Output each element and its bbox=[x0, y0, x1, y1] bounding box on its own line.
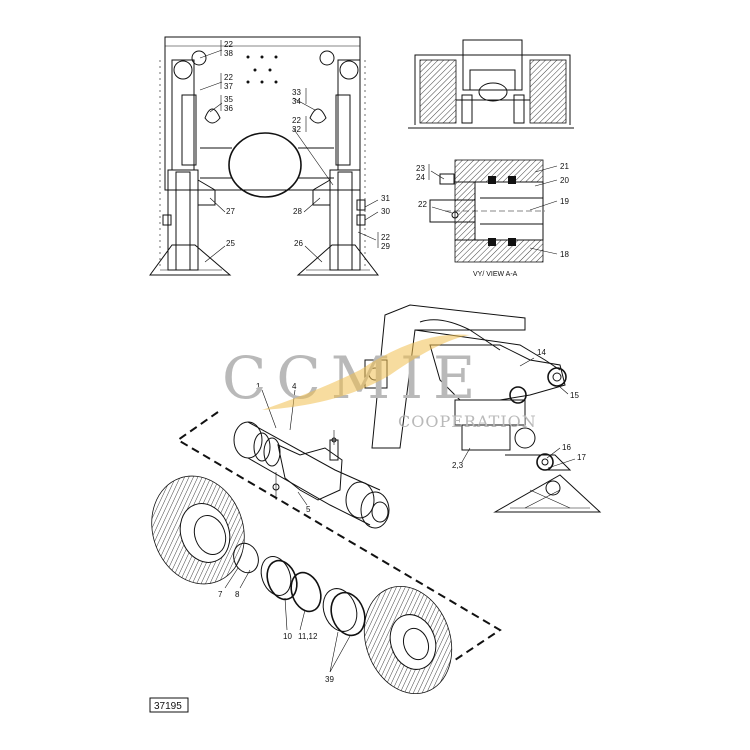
callout-23: 23 bbox=[416, 164, 425, 173]
callout-38: 38 bbox=[224, 49, 233, 58]
callout-22: 22 bbox=[224, 73, 233, 82]
callout-28: 28 bbox=[293, 207, 302, 216]
callout-14: 14 bbox=[537, 348, 546, 357]
callout-25: 25 bbox=[226, 239, 235, 248]
section-view-a-a: 23 24 21 20 22 19 18 VY/ VIEW A-A bbox=[416, 159, 569, 278]
callout-16: 16 bbox=[562, 443, 571, 452]
front-view-axle-mount: 22 38 22 37 35 36 33 34 22 32 27 28 31 3… bbox=[149, 36, 390, 276]
callout-32: 32 bbox=[292, 125, 301, 134]
callout-34: 34 bbox=[292, 97, 301, 106]
section-caption: VY/ VIEW A-A bbox=[473, 271, 518, 278]
callout-5: 5 bbox=[306, 505, 311, 514]
callout-22: 22 bbox=[224, 40, 233, 49]
callout-26: 26 bbox=[294, 239, 303, 248]
callout-37: 37 bbox=[224, 82, 233, 91]
callout-18: 18 bbox=[560, 250, 569, 259]
callout-33: 33 bbox=[292, 88, 301, 97]
watermark-subtitle: COOPERATION bbox=[398, 412, 537, 431]
callout-29: 29 bbox=[381, 242, 390, 251]
callout-2-3: 2,3 bbox=[452, 461, 464, 470]
callout-22: 22 bbox=[292, 116, 301, 125]
callout-22: 22 bbox=[381, 233, 390, 242]
callout-27: 27 bbox=[226, 207, 235, 216]
callout-17: 17 bbox=[577, 453, 586, 462]
exploded-axle-assembly: 1 4 5 7 8 10 11,12 39 bbox=[151, 382, 502, 695]
rear-view-thumbnail bbox=[408, 39, 574, 129]
callout-24: 24 bbox=[416, 173, 425, 182]
callout-30: 30 bbox=[381, 207, 390, 216]
callout-39: 39 bbox=[325, 675, 334, 684]
callout-10: 10 bbox=[283, 632, 292, 641]
callout-8: 8 bbox=[235, 590, 240, 599]
callout-15: 15 bbox=[570, 391, 579, 400]
callout-36: 36 bbox=[224, 104, 233, 113]
figure-number-box: 37195 bbox=[149, 697, 189, 713]
watermark: CCMIE COOPERATION bbox=[222, 334, 537, 431]
callout-22: 22 bbox=[418, 200, 427, 209]
side-view-linkage: 14 15 16 17 2,3 bbox=[364, 304, 602, 513]
callout-20: 20 bbox=[560, 176, 569, 185]
callout-11-12: 11,12 bbox=[298, 632, 318, 641]
callout-35: 35 bbox=[224, 95, 233, 104]
callout-4: 4 bbox=[292, 382, 297, 391]
callout-21: 21 bbox=[560, 162, 569, 171]
callout-7: 7 bbox=[218, 590, 223, 599]
callout-1: 1 bbox=[256, 382, 261, 391]
callout-19: 19 bbox=[560, 197, 569, 206]
figure-number: 37195 bbox=[154, 701, 182, 712]
callout-31: 31 bbox=[381, 194, 390, 203]
